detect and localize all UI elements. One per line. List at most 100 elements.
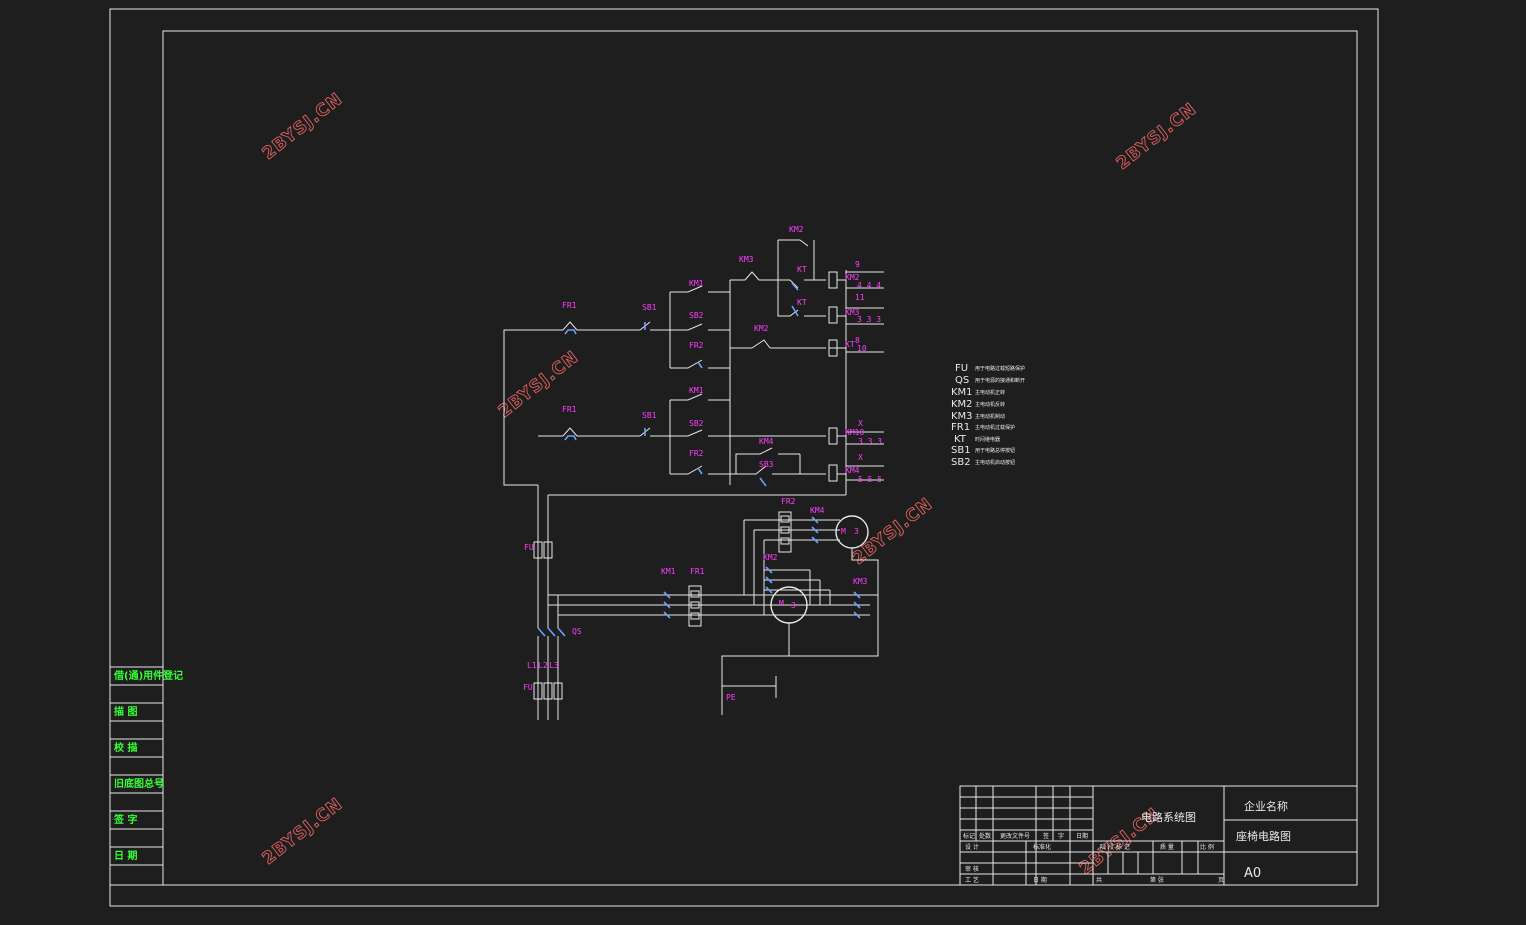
- svg-text:SB1: SB1: [642, 411, 657, 420]
- legend-code: FU: [955, 363, 968, 374]
- svg-text:9: 9: [855, 260, 860, 269]
- legend-desc: 用于电路过载短路保护: [975, 365, 1025, 372]
- svg-text:KM3: KM3: [739, 255, 754, 264]
- legend-code: KM1: [951, 387, 973, 398]
- watermark: 2BYSJ.CN: [849, 494, 937, 569]
- svg-text:KM1: KM1: [689, 279, 704, 288]
- drawing-title: 电路系统图: [1141, 811, 1196, 824]
- svg-text:SB3: SB3: [759, 460, 774, 469]
- sheet-size: A0: [1244, 866, 1261, 881]
- svg-text:KM3: KM3: [853, 577, 868, 586]
- component-labels: FR1 SB1 KM1 SB2 FR2 KM3 KM2 KT KT KM2 KM…: [523, 225, 882, 702]
- svg-text:11: 11: [855, 293, 865, 302]
- svg-text:设 计: 设 计: [965, 843, 979, 851]
- svg-text:FR1: FR1: [690, 567, 705, 576]
- svg-text:共: 共: [1096, 876, 1102, 884]
- watermark: 2BYSJ.CN: [259, 89, 347, 164]
- svg-text:日 期: 日 期: [1033, 876, 1047, 884]
- svg-text:FU: FU: [523, 683, 533, 692]
- legend-desc: 用于电路总停按钮: [975, 447, 1015, 454]
- watermark: 2BYSJ.CN: [259, 794, 347, 869]
- svg-text:KM4: KM4: [810, 506, 825, 515]
- svg-text:更改文件号: 更改文件号: [1000, 832, 1030, 840]
- legend-code: KM3: [951, 411, 973, 422]
- sidebar-label: 签 字: [113, 813, 137, 826]
- svg-text:SB2: SB2: [689, 311, 704, 320]
- svg-text:标记: 标记: [963, 832, 975, 840]
- svg-text:处数: 处数: [979, 832, 991, 840]
- svg-text:L3: L3: [549, 661, 559, 670]
- svg-text:SB1: SB1: [642, 303, 657, 312]
- svg-text:QS: QS: [572, 627, 582, 636]
- inner-frame: [162, 30, 1358, 886]
- legend-desc: 主电动机正转: [975, 389, 1005, 396]
- legend-code: KM2: [951, 399, 973, 410]
- svg-text:3 3 3: 3 3 3: [858, 437, 882, 446]
- svg-text:10: 10: [857, 344, 867, 353]
- legend-code: SB2: [951, 457, 971, 468]
- legend-desc: 主电动机过载保护: [975, 424, 1015, 431]
- watermark: 2BYSJ.CN: [1113, 99, 1201, 174]
- svg-text:5 5 5: 5 5 5: [858, 475, 882, 484]
- svg-text:页: 页: [1218, 877, 1224, 884]
- svg-text:KT: KT: [845, 340, 855, 349]
- svg-text:FU: FU: [524, 543, 534, 552]
- svg-text:FR2: FR2: [689, 341, 704, 350]
- svg-text:KM4: KM4: [759, 437, 774, 446]
- main-circuit: [533, 485, 879, 720]
- legend-desc: 用于电源的接通和断开: [975, 377, 1025, 384]
- svg-text:X: X: [858, 419, 863, 428]
- svg-text:审 核: 审 核: [965, 865, 979, 873]
- sidebar-label: 借(通)用件登记: [113, 669, 183, 682]
- svg-text:KM1: KM1: [661, 567, 676, 576]
- svg-text:日期: 日期: [1076, 832, 1088, 840]
- title-block: 标记 处数 更改文件号 签 字 日期 设 计 标准化 审 核 工 艺 日 期 阶…: [959, 785, 1358, 886]
- drawing-name: 座椅电路图: [1236, 829, 1291, 843]
- svg-text:L1: L1: [527, 661, 537, 670]
- svg-text:KM1: KM1: [689, 386, 704, 395]
- control-circuit: [503, 239, 884, 496]
- svg-text:工 艺: 工 艺: [965, 876, 979, 884]
- svg-text:3: 3: [854, 527, 859, 536]
- svg-text:X: X: [858, 453, 863, 462]
- svg-text:FR1: FR1: [562, 301, 577, 310]
- sidebar-registration: 借(通)用件登记 描 图 校 描 旧底图总号 签 字 日 期: [109, 666, 183, 886]
- svg-text:FR2: FR2: [781, 497, 796, 506]
- sidebar-label: 校 描: [114, 741, 137, 754]
- svg-text:3: 3: [791, 601, 796, 610]
- svg-text:FR1: FR1: [562, 405, 577, 414]
- svg-text:3 3 3: 3 3 3: [857, 315, 881, 324]
- legend: FU 用于电路过载短路保护 QS 用于电源的接通和断开 KM1 主电动机正转 K…: [951, 363, 1025, 468]
- svg-text:KM2: KM2: [789, 225, 804, 234]
- svg-text:阶 段 标 记: 阶 段 标 记: [1100, 843, 1130, 851]
- svg-text:L2: L2: [538, 661, 548, 670]
- legend-desc: 主电动机启动按钮: [975, 459, 1015, 466]
- svg-text:M: M: [779, 599, 784, 608]
- legend-desc: 时间继电器: [975, 436, 1000, 443]
- legend-desc: 主电动机反转: [975, 401, 1005, 408]
- legend-code: FR1: [951, 422, 970, 433]
- legend-desc: 主电动机制动: [975, 413, 1005, 420]
- svg-text:FR2: FR2: [689, 449, 704, 458]
- svg-text:PE: PE: [726, 693, 736, 702]
- sidebar-label: 描 图: [114, 705, 137, 718]
- svg-text:8: 8: [855, 336, 860, 345]
- svg-text:SB2: SB2: [689, 419, 704, 428]
- svg-text:KM3: KM3: [845, 308, 860, 317]
- svg-text:KM2: KM2: [754, 324, 769, 333]
- svg-text:第 张: 第 张: [1150, 876, 1164, 884]
- svg-text:KT: KT: [797, 265, 807, 274]
- svg-text:KM2: KM2: [763, 553, 778, 562]
- svg-text:KM4: KM4: [845, 466, 860, 475]
- svg-text:签: 签: [1043, 832, 1049, 840]
- svg-text:KM10: KM10: [845, 428, 864, 437]
- outer-border: [109, 8, 1379, 907]
- legend-code: SB1: [951, 445, 971, 456]
- legend-code: KT: [954, 434, 967, 445]
- svg-text:比 例: 比 例: [1200, 843, 1214, 851]
- svg-text:4 4 4: 4 4 4: [857, 281, 881, 290]
- svg-text:质 量: 质 量: [1160, 843, 1174, 851]
- svg-text:KM2: KM2: [845, 273, 860, 282]
- sidebar-label: 日 期: [114, 849, 137, 862]
